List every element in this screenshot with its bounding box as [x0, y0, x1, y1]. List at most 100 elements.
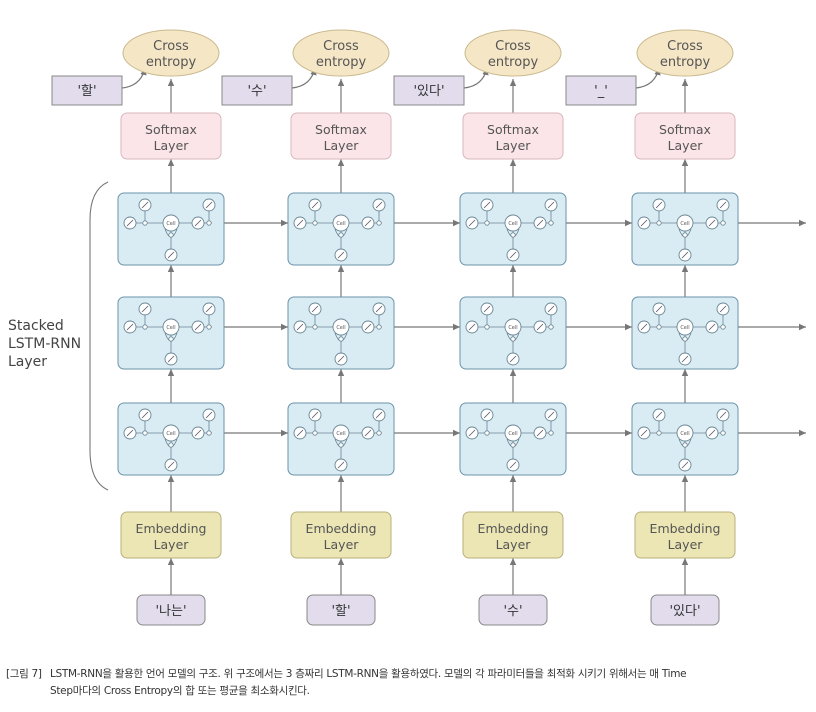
sigmoid-gate-icon-slash	[640, 323, 648, 331]
multiply-dot-icon	[720, 430, 726, 436]
input-token-4-text: '있다'	[669, 604, 700, 619]
sigmoid-gate-icon-slash	[296, 219, 304, 227]
tanh-gate-icon-slash	[194, 429, 202, 437]
stacked-label-line1: Stacked	[8, 318, 64, 334]
cell-state-icon	[676, 318, 694, 336]
input-token-3: '수'	[478, 594, 548, 626]
lstm-cell-t4-l1: Cell	[631, 192, 739, 266]
cell-label: Cell	[680, 221, 689, 227]
target-token-4: '_'	[565, 75, 637, 106]
sigmoid-gate-icon-slash	[719, 201, 727, 209]
sigmoid-gate-icon-slash	[681, 355, 689, 363]
cross-entropy-line1: Cross	[495, 39, 531, 54]
sigmoid-gate-icon-slash	[655, 411, 663, 419]
tanh-gate-icon-slash	[194, 323, 202, 331]
target-token-1: '할'	[51, 75, 123, 106]
cell-label: Cell	[680, 325, 689, 331]
multiply-dot-icon	[206, 220, 212, 226]
multiply-dot-icon	[484, 220, 490, 226]
lstm-cell-t1-l3: Cell	[117, 402, 225, 476]
cell-label: Cell	[508, 221, 517, 227]
sigmoid-gate-icon-slash	[375, 411, 383, 419]
lstm-cell-t2-l1: Cell	[287, 192, 395, 266]
sigmoid-gate-icon-slash	[167, 355, 175, 363]
sigmoid-gate-icon-slash	[337, 251, 345, 259]
sigmoid-gate-icon-slash	[205, 201, 213, 209]
target-token-box	[221, 75, 293, 106]
sigmoid-gate-icon-slash	[141, 411, 149, 419]
sigmoid-gate-icon-slash	[547, 411, 555, 419]
embedding-layer-1-box	[120, 511, 222, 559]
multiply-dot-icon	[168, 336, 174, 342]
sigmoid-gate-icon-slash	[375, 305, 383, 313]
lstm-cell-t4-l3: Cell	[631, 402, 739, 476]
sigmoid-gate-icon-slash	[468, 219, 476, 227]
sigmoid-gate-icon-slash	[375, 201, 383, 209]
input-token-4-box	[650, 594, 720, 626]
multiply-dot-icon	[548, 430, 554, 436]
multiply-dot-icon	[142, 430, 148, 436]
cross-entropy-ellipse	[122, 29, 220, 77]
multiply-dot-icon	[376, 430, 382, 436]
tanh-gate-icon-slash	[708, 219, 716, 227]
sigmoid-gate-icon-slash	[167, 251, 175, 259]
tanh-gate-icon-slash	[536, 429, 544, 437]
lstm-cell-t2-l2: Cell	[287, 296, 395, 370]
sigmoid-gate-icon-slash	[681, 251, 689, 259]
cross-entropy-line2: entropy	[488, 55, 539, 70]
target-token-box	[565, 75, 637, 106]
multiply-dot-icon	[338, 336, 344, 342]
sigmoid-gate-icon-slash	[547, 201, 555, 209]
cross-entropy-line2: entropy	[660, 55, 711, 70]
embedding-layer-3-line2: Layer	[496, 537, 532, 552]
caption-label: [그림 7]	[6, 668, 42, 680]
sigmoid-gate-icon-slash	[468, 323, 476, 331]
sigmoid-gate-icon-slash	[141, 305, 149, 313]
softmax-layer-3-line1: Softmax	[487, 122, 539, 137]
sigmoid-gate-icon-slash	[640, 219, 648, 227]
cell-state-icon	[504, 318, 522, 336]
sigmoid-gate-icon-slash	[311, 305, 319, 313]
multiply-dot-icon	[168, 442, 174, 448]
stacked-bracket	[89, 181, 109, 491]
cell-state-icon	[676, 424, 694, 442]
cell-state-icon	[332, 424, 350, 442]
multiply-dot-icon	[656, 430, 662, 436]
sigmoid-gate-icon-slash	[296, 429, 304, 437]
caption-line-2: Step마다의 Cross Entropy의 합 또는 평균을 최소화시킨다.	[50, 685, 310, 697]
sigmoid-gate-icon-slash	[126, 429, 134, 437]
cross-entropy-line1: Cross	[323, 39, 359, 54]
multiply-dot-icon	[312, 324, 318, 330]
cell-state-icon	[162, 214, 180, 232]
cross-entropy-line2: entropy	[146, 55, 197, 70]
cell-label: Cell	[336, 325, 345, 331]
multiply-dot-icon	[510, 336, 516, 342]
cell-label: Cell	[336, 431, 345, 437]
multiply-dot-icon	[376, 220, 382, 226]
target-token-2: '수'	[221, 75, 293, 106]
tanh-gate-icon-slash	[364, 323, 372, 331]
sigmoid-gate-icon-slash	[719, 411, 727, 419]
multiply-dot-icon	[142, 220, 148, 226]
target-token-box	[393, 75, 465, 106]
sigmoid-gate-icon-slash	[719, 305, 727, 313]
embedding-layer-3-line1: Embedding	[478, 521, 549, 536]
cross-entropy-line1: Cross	[667, 39, 703, 54]
target-token-3: '있다'	[393, 75, 465, 106]
target-token-text: '있다'	[413, 84, 444, 99]
multiply-dot-icon	[720, 220, 726, 226]
sigmoid-gate-icon-slash	[483, 411, 491, 419]
cell-state-icon	[162, 424, 180, 442]
lstm-cell-t1-l1: Cell	[117, 192, 225, 266]
lstm-cell-t3-l3: Cell	[459, 402, 567, 476]
embedding-layer-2-line2: Layer	[324, 537, 360, 552]
